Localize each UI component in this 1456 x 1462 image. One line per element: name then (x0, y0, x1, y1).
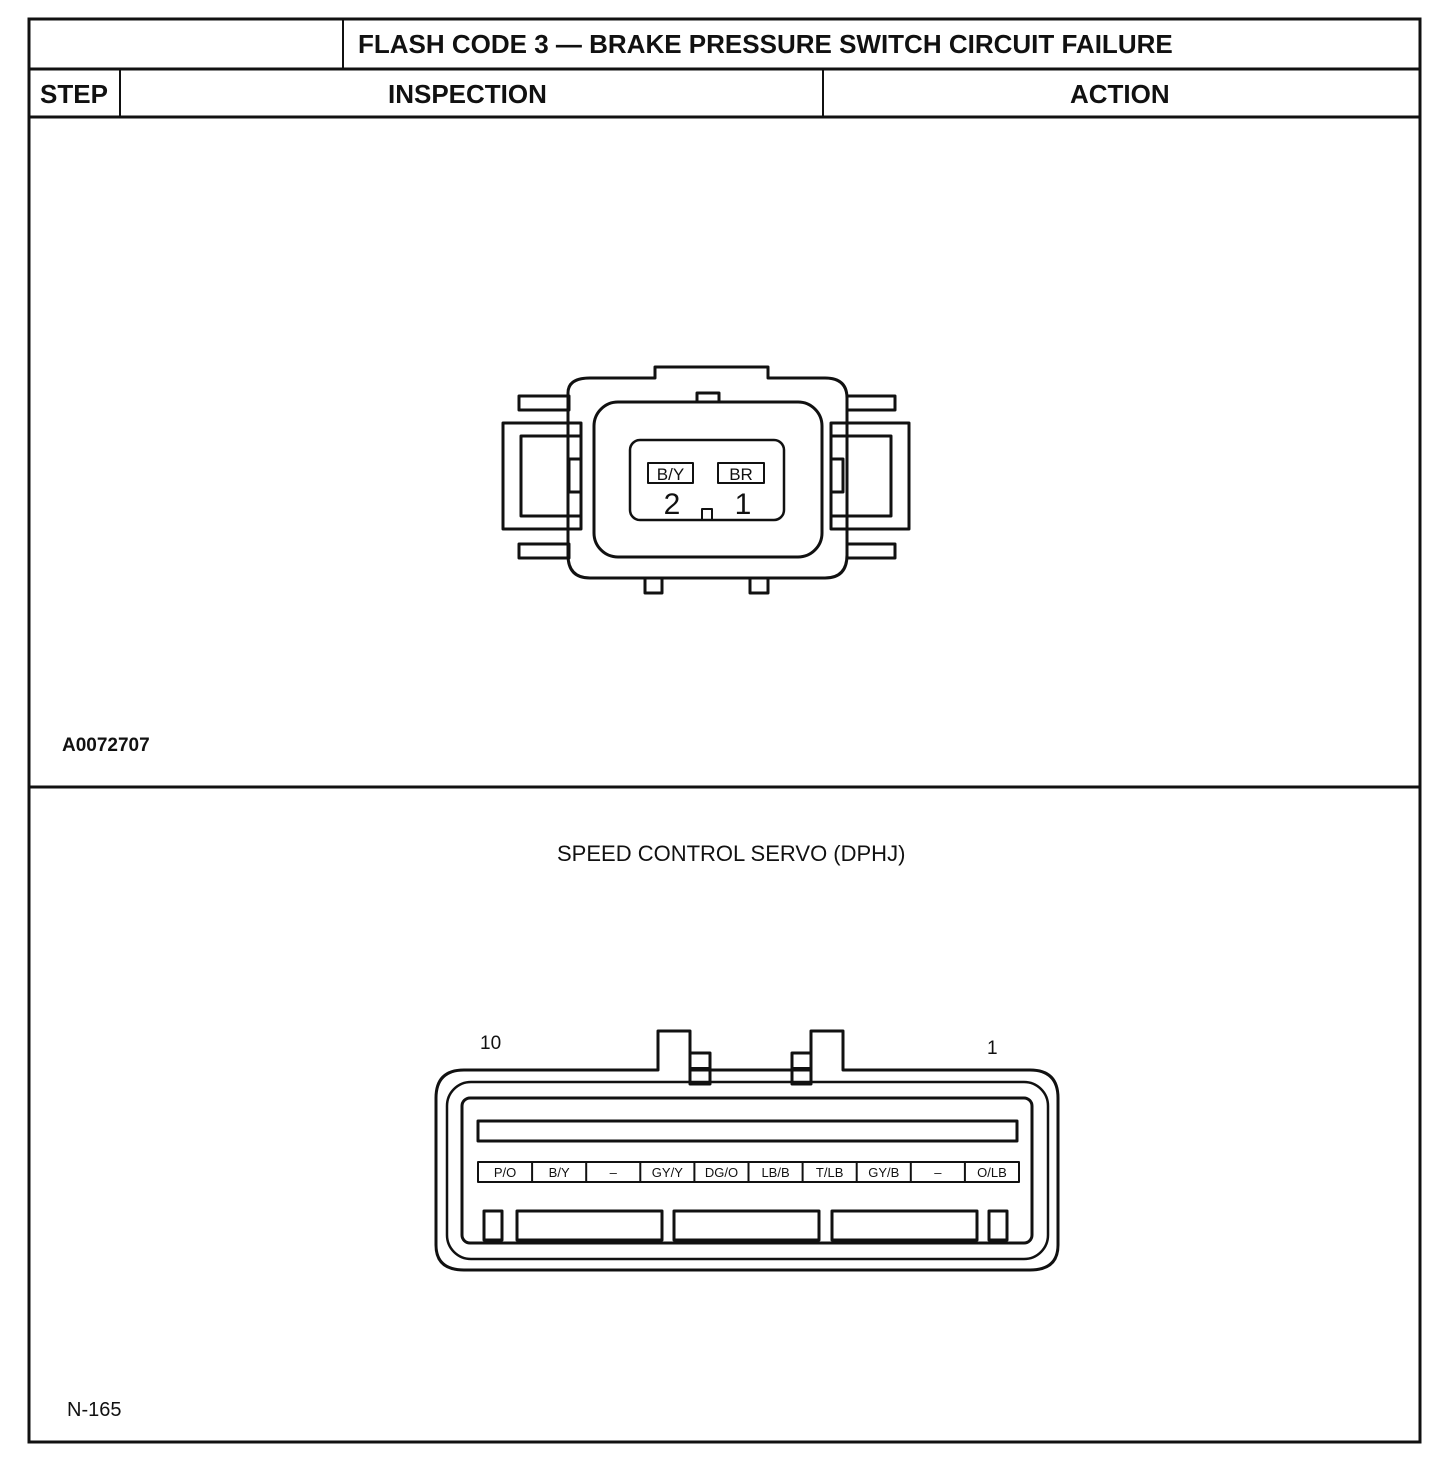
servo-pin-label: – (610, 1165, 618, 1180)
servo-connector-title: SPEED CONTROL SERVO (DPHJ) (557, 841, 906, 866)
page-title: FLASH CODE 3 — BRAKE PRESSURE SWITCH CIR… (358, 29, 1173, 59)
pin-1-number: 1 (735, 488, 752, 521)
figure-2-id: N-165 (67, 1399, 122, 1421)
inspection-column-header: INSPECTION (388, 79, 547, 109)
servo-pin-1-marker: 1 (987, 1038, 998, 1059)
servo-pin-label: P/O (494, 1165, 516, 1180)
step-column-header: STEP (40, 79, 108, 109)
pin-2-number: 2 (664, 488, 681, 521)
servo-pin-label: LB/B (761, 1165, 789, 1180)
action-column-header: ACTION (1070, 79, 1170, 109)
pin-1-wire-label: BR (729, 465, 753, 484)
pin-2-wire-label: B/Y (657, 465, 684, 484)
servo-pin-10-marker: 10 (480, 1033, 501, 1054)
servo-pin-label: O/LB (977, 1165, 1007, 1180)
servo-pin-label: B/Y (549, 1165, 570, 1180)
servo-pin-label: DG/O (705, 1165, 738, 1180)
figure-1-id: A0072707 (62, 735, 150, 756)
servo-pin-label: GY/Y (652, 1165, 683, 1180)
servo-pin-label: GY/B (868, 1165, 899, 1180)
servo-pin-label: T/LB (816, 1165, 843, 1180)
servo-pin-label: – (934, 1165, 942, 1180)
